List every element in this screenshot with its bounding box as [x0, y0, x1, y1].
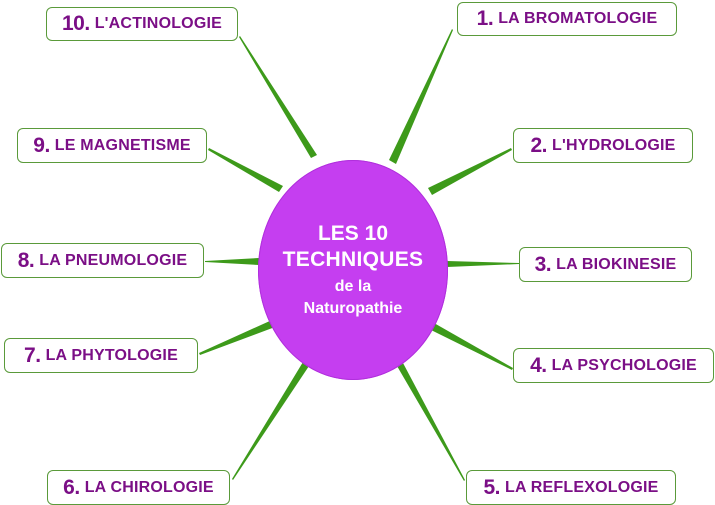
link-9: [208, 148, 283, 192]
link-10: [239, 36, 317, 158]
node-number: 10.: [62, 12, 90, 35]
central-subtitle-line1: de la: [334, 277, 372, 295]
node-label: LA PHYTOLOGIE: [45, 346, 178, 364]
node-label: LA CHIROLOGIE: [84, 478, 214, 496]
node-label: L'HYDROLOGIE: [551, 136, 676, 154]
node-label: L'ACTINOLOGIE: [94, 15, 222, 32]
node-number: 1.: [476, 7, 494, 30]
node-label: LA BIOKINESIE: [556, 255, 677, 273]
node-biokinesie: 3. LA BIOKINESIE: [519, 247, 692, 282]
node-number: 5.: [483, 475, 500, 499]
node-label: LE MAGNETISME: [54, 136, 191, 154]
link-6: [232, 362, 309, 480]
link-5: [397, 363, 465, 481]
link-2: [428, 148, 512, 195]
node-actinologie: 10. L'ACTINOLOGIE: [46, 7, 238, 41]
node-bromatologie: 1. LA BROMATOLOGIE: [457, 2, 677, 36]
node-reflexologie: 5. LA REFLEXOLOGIE: [466, 470, 676, 505]
node-number: 4.: [530, 353, 547, 377]
node-number: 7.: [24, 343, 41, 367]
node-label: LA PSYCHOLOGIE: [551, 356, 697, 374]
link-8: [205, 258, 259, 265]
link-7: [199, 320, 275, 355]
node-number: 2.: [530, 133, 547, 157]
node-chirologie: 6. LA CHIROLOGIE: [47, 470, 230, 505]
link-1: [389, 29, 453, 164]
node-number: 8.: [17, 248, 35, 272]
node-number: 9.: [33, 133, 50, 157]
node-number: 3.: [534, 252, 552, 276]
link-3: [447, 261, 519, 267]
node-label: LA BROMATOLOGIE: [498, 10, 658, 27]
central-title-line1: LES 10: [317, 221, 389, 245]
node-label: LA REFLEXOLOGIE: [504, 478, 659, 496]
node-psychologie: 4. LA PSYCHOLOGIE: [513, 348, 714, 383]
central-subtitle-line2: Naturopathie: [303, 299, 403, 317]
central-topic: LES 10 TECHNIQUES de la Naturopathie: [258, 160, 448, 380]
node-phytologie: 7. LA PHYTOLOGIE: [4, 338, 198, 373]
central-title-line2: TECHNIQUES: [282, 247, 424, 271]
node-hydrologie: 2. L'HYDROLOGIE: [513, 128, 693, 163]
node-pneumologie: 8. LA PNEUMOLOGIE: [1, 243, 204, 278]
node-magnetisme: 9. LE MAGNETISME: [17, 128, 207, 163]
node-number: 6.: [63, 475, 80, 499]
node-label: LA PNEUMOLOGIE: [39, 251, 188, 269]
link-4: [431, 323, 513, 370]
